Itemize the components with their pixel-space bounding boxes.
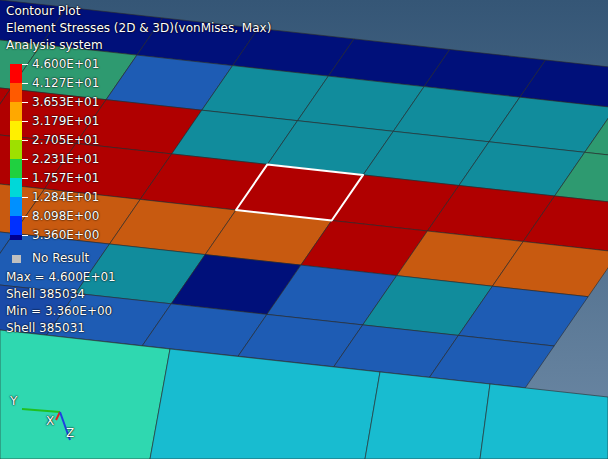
legend-value: 2.705E+01 [32,133,99,148]
shell-element [365,372,490,459]
legend-value: 1.284E+01 [32,190,99,205]
legend-tick [22,140,28,141]
legend-swatch [10,235,22,240]
legend-swatch [10,121,22,140]
legend-swatch [10,159,22,178]
shell-element [0,330,170,459]
max-value: Max = 4.600E+01 [6,270,116,285]
legend-tick [22,178,28,179]
selected-element-outline [236,164,363,220]
legend-value: No Result [32,251,89,266]
legend-tick [22,197,28,198]
legend-tick [22,235,28,236]
legend-swatch [10,83,22,102]
shell-element [150,349,380,459]
legend-tick [22,102,28,103]
legend-swatch [10,102,22,121]
legend-swatch [10,140,22,159]
legend-value: 8.098E+00 [32,209,99,224]
legend-value: 3.179E+01 [32,114,99,129]
legend-swatch [10,64,22,83]
legend-value: 1.757E+01 [32,171,99,186]
legend-value: 4.600E+01 [32,57,99,72]
legend-tick [22,83,28,84]
legend-swatch [12,255,21,263]
shell-element [458,286,588,346]
legend-tick [22,216,28,217]
axis-label: Z [66,426,74,441]
legend-swatch [10,216,22,235]
legend-value: 2.231E+01 [32,152,99,167]
legend-value: 3.653E+01 [32,95,99,110]
legend-value: 3.360E+00 [32,228,99,243]
legend-swatch [10,197,22,216]
plot-title: Contour Plot [6,4,80,19]
legend-value: 4.127E+01 [32,76,99,91]
result-type: Element Stresses (2D & 3D)(vonMises, Max… [6,21,271,36]
legend-tick [22,64,28,65]
axis-label: X [46,414,54,429]
legend-swatch [10,178,22,197]
axis-label: Y [10,394,17,409]
max-element: Shell 385034 [6,287,85,302]
axis-triad [22,409,70,440]
shell-element [480,384,608,459]
min-element: Shell 385031 [6,321,85,336]
min-value: Min = 3.360E+00 [6,304,112,319]
legend-tick [22,121,28,122]
coordinate-system: Analysis system [6,38,103,53]
legend-tick [22,159,28,160]
